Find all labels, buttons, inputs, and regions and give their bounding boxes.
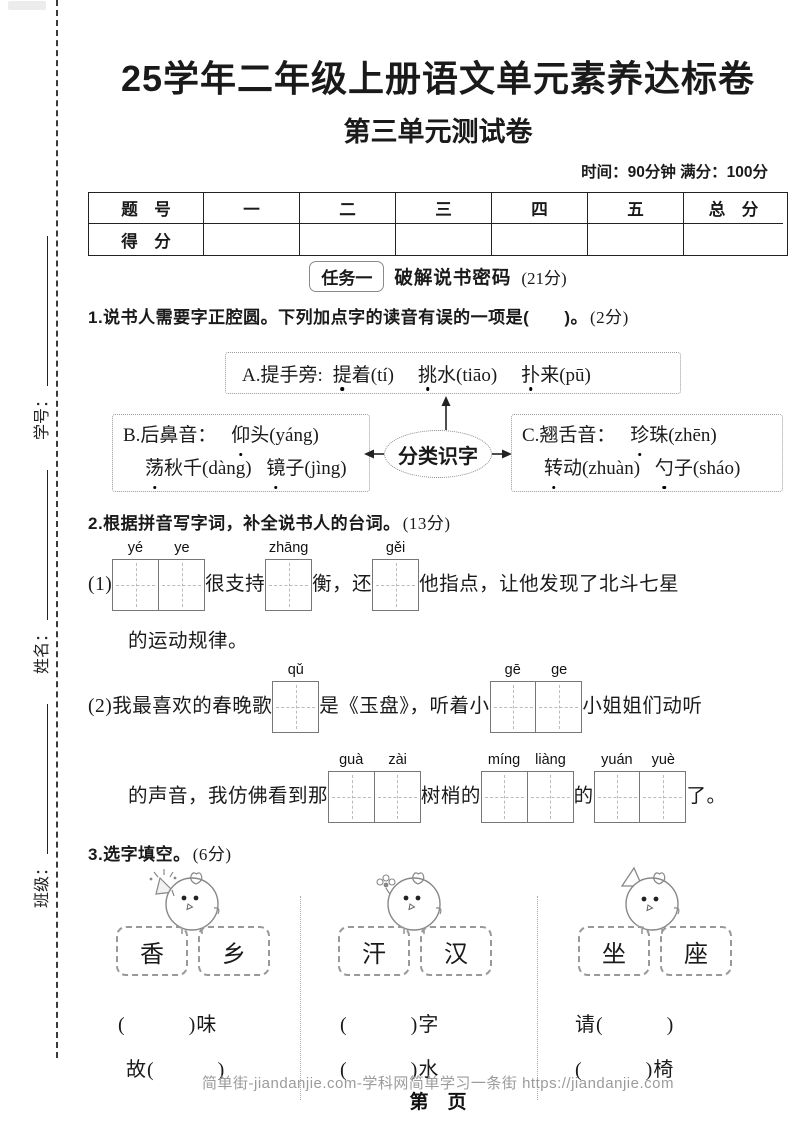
group-separator — [300, 896, 301, 1100]
task-badge: 任务一 — [309, 261, 385, 292]
name-label: 姓名： — [34, 626, 51, 675]
writing-cell[interactable] — [328, 771, 376, 823]
task-title: 破解说书密码 — [394, 266, 512, 288]
score-table-header: 二 — [300, 193, 396, 224]
score-cell[interactable] — [204, 224, 300, 255]
question1-points: (2分) — [590, 308, 629, 327]
logo-mark — [8, 1, 46, 10]
writing-cell[interactable] — [372, 559, 420, 611]
writing-cell[interactable] — [265, 559, 313, 611]
chick-flower-icon — [376, 872, 442, 934]
option-a-label: A.提手旁: — [242, 364, 323, 386]
char-tiles-group1: 香 乡 — [116, 926, 270, 976]
question3-groups: 香 乡 汗 汉 — [88, 866, 788, 1114]
char-tile[interactable]: 汉 — [420, 926, 492, 976]
writing-cell[interactable] — [272, 681, 320, 733]
score-table-header: 一 — [204, 193, 300, 224]
arrow-up-icon — [441, 396, 451, 430]
page-number-footer: 第 页 — [409, 1092, 467, 1113]
part-number: (1) — [88, 574, 113, 595]
option-c-box: C.翘舌音： 珍珠(zhēn) 转动(zhuàn) 勺子(sháo) — [511, 414, 783, 492]
score-cell[interactable] — [492, 224, 588, 255]
writing-cell[interactable] — [489, 681, 537, 733]
score-row-label: 得 分 — [89, 224, 204, 255]
char-tiles-group3: 坐 座 — [578, 926, 732, 976]
score-cell[interactable] — [300, 224, 396, 255]
writing-cell[interactable] — [373, 771, 421, 823]
paper-title: 25学年二年级上册语文单元素养达标卷 — [120, 58, 756, 99]
score-cell[interactable] — [684, 224, 783, 255]
writing-cell[interactable] — [535, 681, 583, 733]
fill-blank[interactable]: ( )字 — [340, 1014, 440, 1036]
char-tile[interactable]: 乡 — [198, 926, 270, 976]
watermark-text: 简单街-jiandanjie.com-学科网简单学习一条街 https://ji… — [202, 1075, 674, 1092]
score-cell[interactable] — [396, 224, 492, 255]
student-id-blank-line[interactable] — [46, 235, 48, 386]
student-info-sidebar: 班级： 姓名： 学号： — [18, 145, 62, 969]
arrow-left-icon — [364, 449, 384, 459]
writing-cell[interactable] — [526, 771, 574, 823]
task-banner: 任务一 破解说书密码 (21分) — [88, 261, 788, 292]
question3-stem: 3.选字填空。(6分) — [88, 845, 232, 864]
fill-blank[interactable]: ( )水 — [340, 1059, 440, 1081]
option-c-label: C.翘舌音： — [522, 425, 616, 446]
question3-points: (6分) — [192, 845, 232, 864]
writing-cell[interactable] — [158, 559, 206, 611]
name-blank-line[interactable] — [46, 470, 48, 620]
option-b-label: B.后鼻音： — [123, 425, 217, 446]
student-id-label: 学号： — [34, 391, 51, 440]
char-tile[interactable]: 香 — [116, 926, 188, 976]
class-label: 班级： — [34, 860, 51, 909]
score-table-header: 四 — [492, 193, 588, 224]
score-table-header: 总 分 — [684, 193, 783, 224]
time-score-info: 时间：90分钟 满分：100分 — [581, 164, 768, 181]
char-tiles-group2: 汗 汉 — [338, 926, 492, 976]
score-table-header: 题 号 — [89, 193, 204, 224]
question2-points: (13分) — [402, 514, 451, 533]
writing-box[interactable]: gěi — [372, 540, 420, 611]
writing-box[interactable]: zhāng — [265, 540, 313, 611]
question1-diagram: A.提手旁: 提着(tí) 挑水(tiāo) 扑来(pū) B.后鼻音： 仰头(… — [88, 350, 788, 506]
main-content: 25学年二年级上册语文单元素养达标卷 第三单元测试卷 时间：90分钟 满分：10… — [88, 0, 788, 1122]
paper-subtitle: 第三单元测试卷 — [343, 117, 533, 147]
writing-cell[interactable] — [639, 771, 687, 823]
chick-popper-icon — [149, 869, 220, 934]
char-tile[interactable]: 坐 — [578, 926, 650, 976]
arrow-right-icon — [492, 449, 512, 459]
score-table-header: 三 — [396, 193, 492, 224]
option-b-box: B.后鼻音： 仰头(yáng) 荡秋千(dàng) 镜子(jìng) — [112, 414, 370, 492]
char-tile[interactable]: 座 — [660, 926, 732, 976]
fill-blank[interactable]: ( )椅 — [575, 1059, 675, 1081]
fill-blank[interactable]: 请( ) — [575, 1014, 675, 1036]
question1-stem: 1.说书人需要字正腔圆。下列加点字的读音有误的一项是( )。(2分) — [88, 308, 629, 327]
group-separator — [537, 896, 538, 1100]
question2-stem: 2.根据拼音写字词，补全说书人的台词。(13分) — [88, 514, 451, 533]
fill-blank[interactable]: ( )味 — [118, 1014, 218, 1036]
fill-blank[interactable]: 故( ) — [126, 1059, 226, 1081]
chick-hat-icon — [620, 866, 680, 934]
writing-cell[interactable] — [593, 771, 641, 823]
class-blank-line[interactable] — [46, 704, 48, 855]
task-points: (21分) — [521, 269, 567, 288]
char-tile[interactable]: 汗 — [338, 926, 410, 976]
part-number: (2) — [88, 696, 113, 717]
writing-cell[interactable] — [480, 771, 528, 823]
writing-cell[interactable] — [112, 559, 160, 611]
hub-oval: 分类识字 — [384, 430, 492, 478]
margin-dashed-line — [56, 0, 58, 1058]
score-table: 题 号 一 二 三 四 五 总 分 得 分 — [88, 192, 788, 256]
writing-box[interactable]: qǔ — [272, 662, 320, 733]
score-table-header: 五 — [588, 193, 684, 224]
question2-part1-line2: 的运动规律。 — [128, 631, 249, 652]
score-cell[interactable] — [588, 224, 684, 255]
option-a-box: A.提手旁: 提着(tí) 挑水(tiāo) 扑来(pū) — [225, 352, 681, 394]
